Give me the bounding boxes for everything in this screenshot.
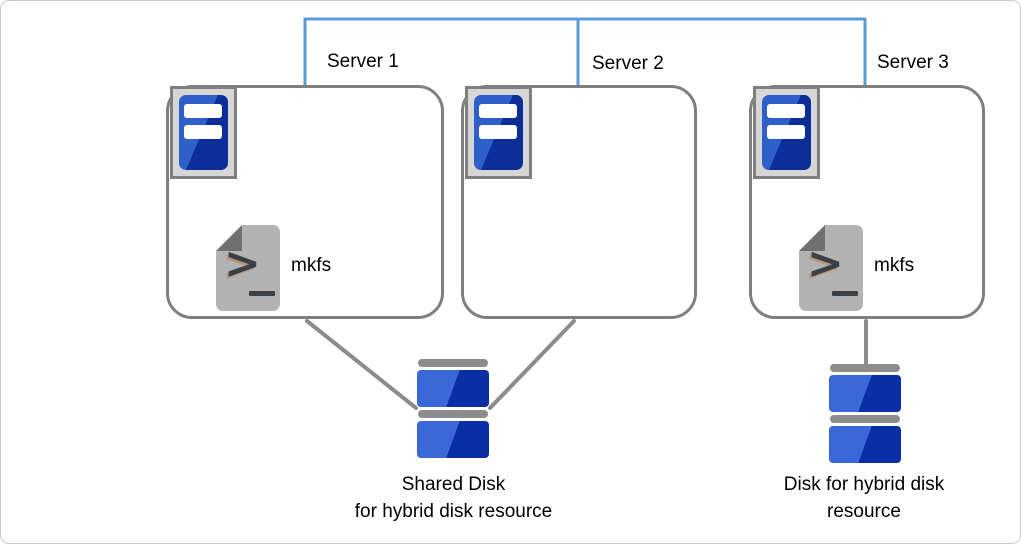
- server2-shared-disk-connector: [488, 319, 576, 410]
- network-line: [303, 17, 867, 85]
- server1-shared-disk-connector: [305, 319, 418, 410]
- shared-disk-label: Shared Disk for hybrid disk resource: [331, 471, 576, 525]
- server-drive-bay: [479, 125, 517, 139]
- disk-platter: [829, 426, 901, 463]
- server-tower-icon: [170, 86, 237, 179]
- server-drive-bay: [184, 104, 222, 118]
- shared-disk-label-line1: Shared Disk: [401, 474, 506, 495]
- mkfs-command-label: mkfs: [874, 255, 915, 276]
- server-drive-bay: [767, 104, 805, 118]
- server3-label: Server 3: [877, 52, 949, 73]
- server2-label: Server 2: [592, 53, 664, 74]
- server-drive-bay: [479, 104, 517, 118]
- disk-cap: [830, 364, 900, 372]
- disk-platter: [829, 375, 901, 412]
- server-tower-body: [179, 95, 228, 170]
- server-drive-bay: [184, 125, 222, 139]
- mkfs-script-icon: >: [216, 225, 280, 311]
- shared-disk-icon: [417, 359, 489, 461]
- hybrid-disk-icon: [829, 364, 901, 466]
- hybrid-disk-label: Disk for hybrid disk resource: [753, 471, 975, 525]
- server-drive-bay: [767, 125, 805, 139]
- mkfs-command-label: mkfs: [291, 255, 332, 276]
- server-tower-icon: [465, 86, 532, 179]
- hybrid-disk-label-line1: Disk for hybrid disk: [783, 474, 945, 495]
- mkfs-script-icon: >: [799, 225, 863, 311]
- disk-cap: [418, 410, 488, 418]
- terminal-cursor-icon: [249, 291, 275, 296]
- server1-label: Server 1: [327, 51, 399, 72]
- server2-box: [461, 85, 697, 319]
- shared-disk-label-line2: for hybrid disk resource: [354, 501, 553, 522]
- disk-platter: [417, 421, 489, 458]
- disk-platter: [417, 370, 489, 407]
- terminal-cursor-icon: [832, 291, 858, 296]
- disk-cap: [830, 415, 900, 423]
- server1-box: > mkfs: [166, 85, 444, 319]
- server-tower-body: [762, 95, 811, 170]
- server3-box: > mkfs: [749, 85, 985, 319]
- terminal-prompt-icon: >: [807, 238, 844, 289]
- server-tower-icon: [753, 86, 820, 179]
- disk-cap: [418, 359, 488, 367]
- hybrid-disk-label-line2: resource: [827, 501, 901, 522]
- server-tower-body: [474, 95, 523, 170]
- terminal-prompt-icon: >: [224, 238, 261, 289]
